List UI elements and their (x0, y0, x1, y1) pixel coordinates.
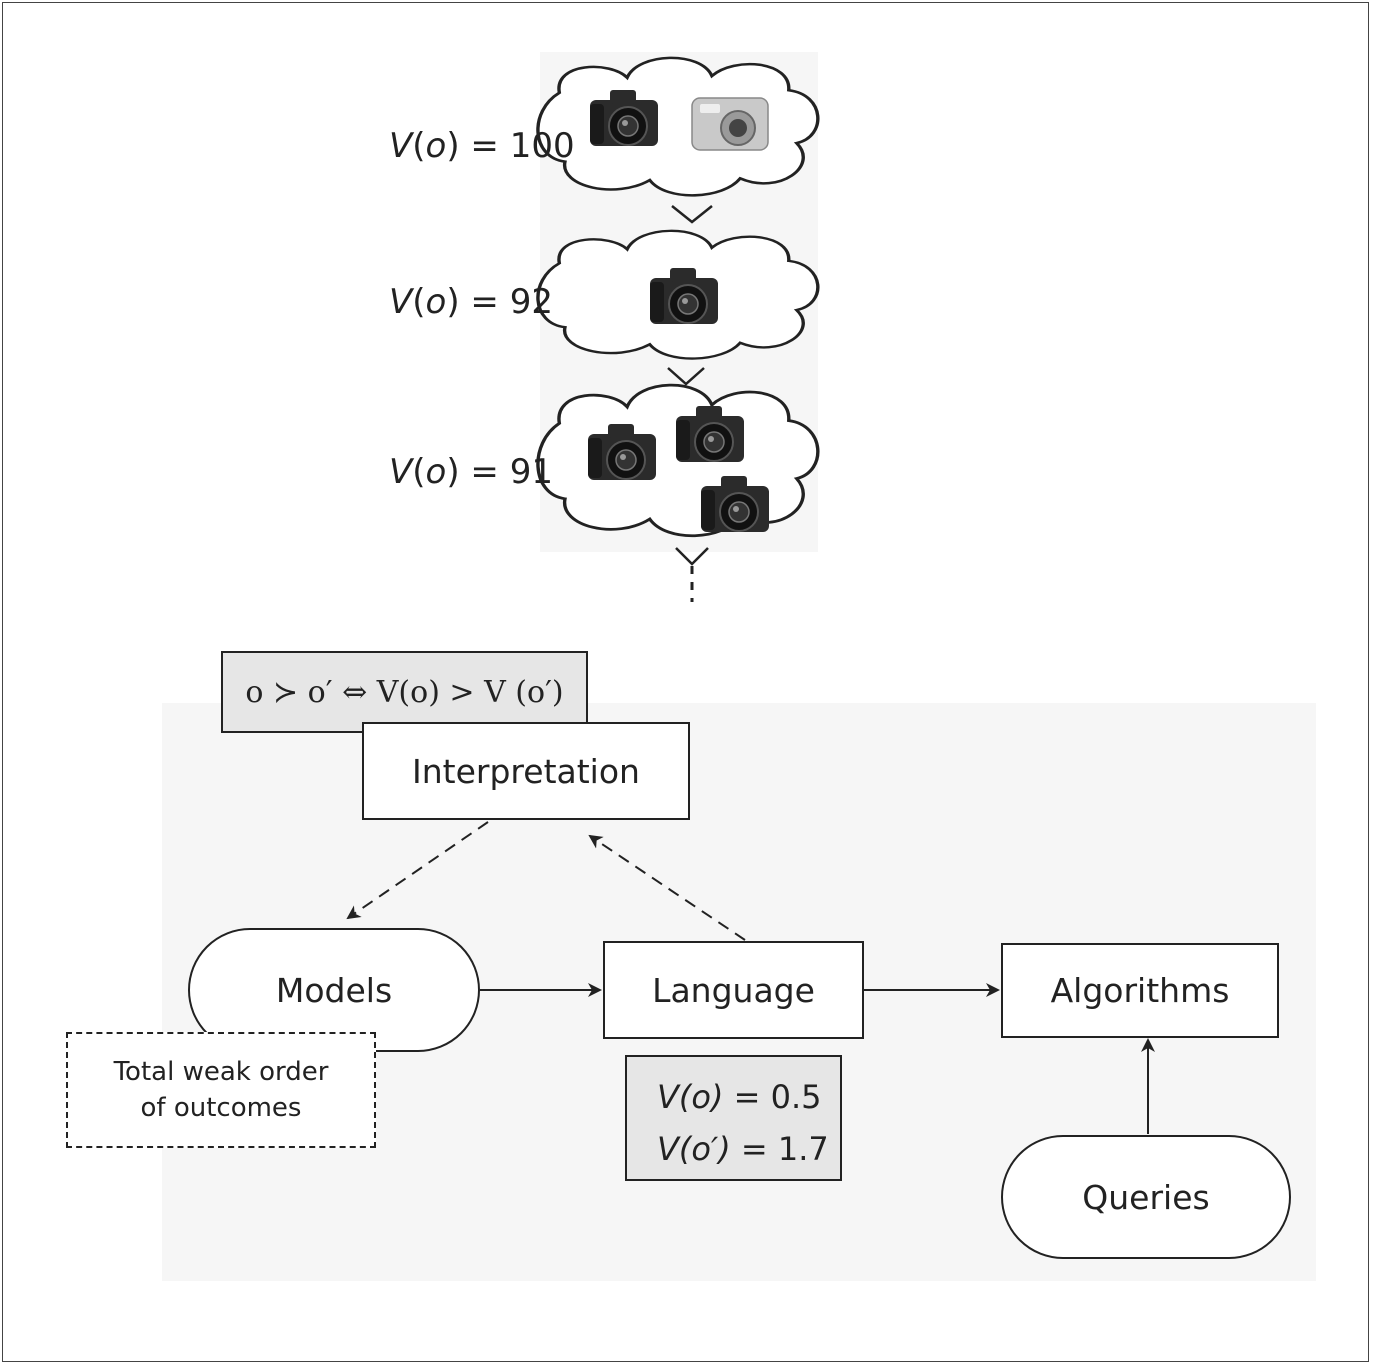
language-box[interactable]: Language (603, 941, 864, 1039)
cloud-level-3 (536, 383, 820, 538)
language-example-line-1: V(o) = 0.5 (657, 1078, 822, 1116)
language-label: Language (652, 970, 815, 1010)
order-symbol-3 (675, 547, 709, 566)
order-symbol-1 (671, 205, 713, 224)
models-note-line-2: of outcomes (140, 1093, 302, 1123)
models-note: Total weak order of outcomes (66, 1032, 376, 1148)
interpretation-label: Interpretation (412, 751, 640, 791)
camera-compact-1 (691, 97, 769, 151)
models-node[interactable]: Models (188, 928, 480, 1052)
queries-label: Queries (1082, 1177, 1210, 1217)
arrow-language-to-interpretation (588, 834, 746, 941)
value-label-1: V(o) = 100 (389, 126, 575, 166)
language-example-line-2: V(o′) = 1.7 (657, 1130, 829, 1168)
order-symbol-2 (667, 367, 705, 386)
value-label-3: V(o) = 91 (389, 452, 553, 492)
algorithms-box[interactable]: Algorithms (1001, 943, 1279, 1038)
arrow-interpretation-to-models (346, 821, 489, 920)
formula-text: o ≻ o′ ⇔ V(o) > V (o′) (245, 674, 564, 710)
cloud-level-1 (536, 56, 820, 198)
algorithms-label: Algorithms (1050, 971, 1230, 1010)
queries-node[interactable]: Queries (1001, 1135, 1291, 1259)
models-label: Models (275, 970, 393, 1010)
language-example-box: V(o) = 0.5 V(o′) = 1.7 (625, 1055, 842, 1181)
models-note-line-1: Total weak order (113, 1057, 329, 1087)
formula-box: o ≻ o′ ⇔ V(o) > V (o′) (221, 651, 588, 733)
value-label-2: V(o) = 92 (389, 282, 553, 322)
interpretation-box[interactable]: Interpretation (362, 722, 690, 820)
